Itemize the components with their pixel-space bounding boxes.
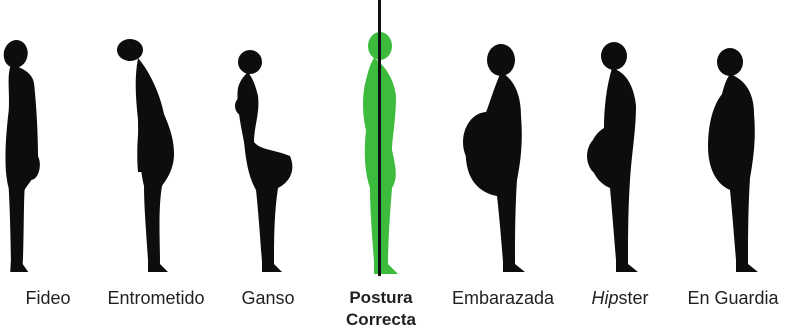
postura-correcta-silhouette [334,10,430,278]
label-hipster-italic: Hip [591,288,618,308]
label-entrometido: Entrometido [101,287,211,309]
label-fideo: Fideo [0,287,103,309]
figure-postura-correcta [334,10,430,278]
figure-hipster [572,10,668,278]
fideo-silhouette [0,10,96,278]
label-ganso: Ganso [213,287,323,309]
figure-entrometido [108,10,204,278]
label-en-guardia: En Guardia [678,287,788,309]
ganso-silhouette [220,10,316,278]
label-hipster: Hipster [565,287,675,309]
embarazada-silhouette [455,10,551,278]
figure-embarazada [455,10,551,278]
label-hipster-rest: ster [619,288,649,308]
figure-fideo [0,10,96,278]
plumb-line [378,0,381,276]
label-postura-correcta: Postura Correcta [326,287,436,331]
hipster-silhouette [572,10,668,278]
figure-ganso [220,10,316,278]
figure-en-guardia [690,10,786,278]
label-embarazada: Embarazada [448,287,558,309]
en-guardia-silhouette [690,10,786,278]
entrometido-silhouette [108,10,204,278]
